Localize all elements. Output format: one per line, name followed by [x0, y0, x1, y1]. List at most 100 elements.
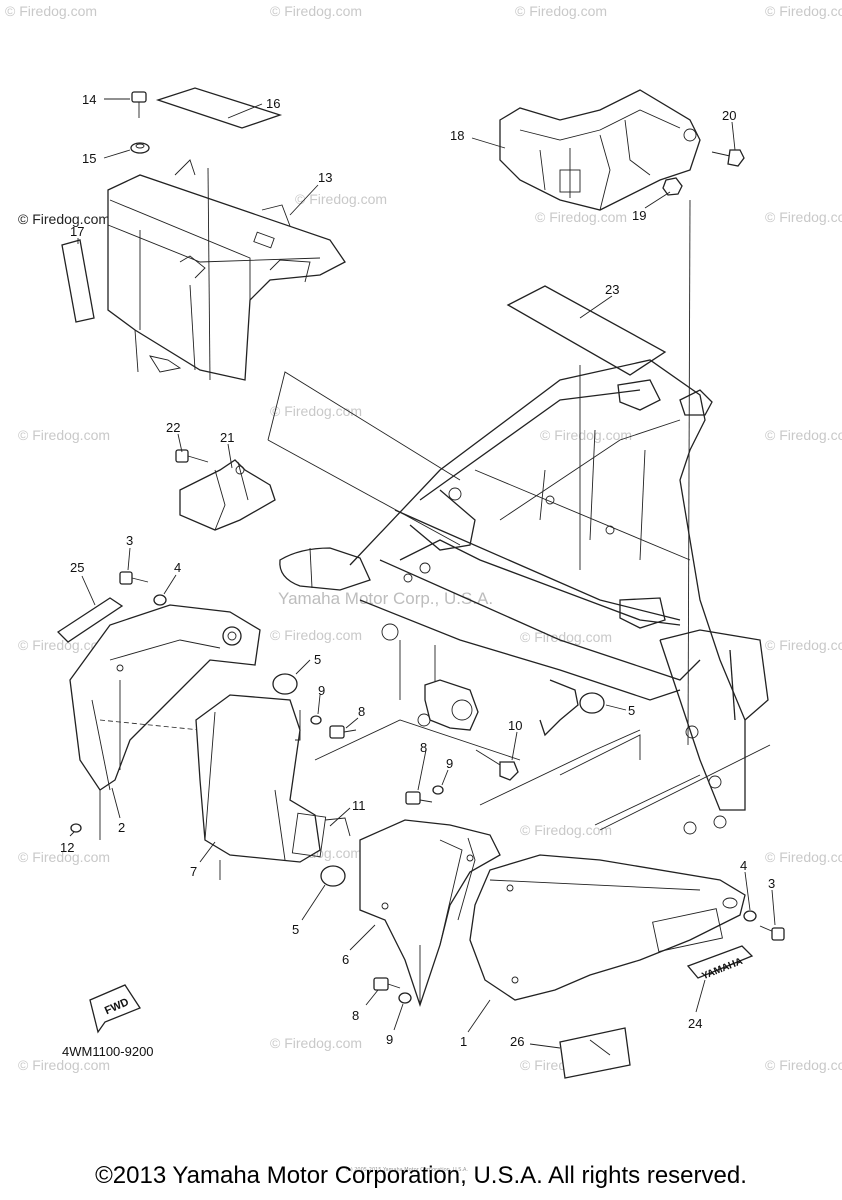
- callout-18: 18: [450, 128, 464, 143]
- watermarks: © Firedog.com © Firedog.com © Firedog.co…: [5, 3, 842, 1073]
- callout-25: 25: [70, 560, 84, 575]
- part-5-damper: [272, 673, 298, 695]
- diagram-code: 4WM1100-9200: [62, 1044, 154, 1059]
- callout-9: 9: [318, 683, 325, 698]
- watermark: © Firedog.com: [765, 427, 842, 443]
- callout-20: 20: [722, 108, 736, 123]
- callout-26: 26: [510, 1034, 524, 1049]
- part-25-band: [56, 597, 124, 643]
- watermark: © Firedog.com: [520, 822, 612, 838]
- callout-22: 22: [166, 420, 180, 435]
- part-7-cover: [195, 694, 351, 863]
- part-24-emblem: YAMAHA: [686, 945, 754, 982]
- part-3-bolt: [119, 571, 149, 585]
- callout-6: 6: [342, 952, 349, 967]
- callout-24: 24: [688, 1016, 702, 1031]
- part-16-pad: [155, 87, 283, 129]
- callout-2: 2: [118, 820, 125, 835]
- mount-bracket: [417, 679, 479, 731]
- callout-17: 17: [70, 224, 84, 239]
- assembly-lines: [99, 167, 771, 1005]
- watermark: © Firedog.com: [765, 3, 842, 19]
- callout-5: 5: [314, 652, 321, 667]
- part-8-bolt: [373, 977, 401, 991]
- callout-12: 12: [60, 840, 74, 855]
- part-9-washer: [310, 715, 322, 725]
- watermark: © Firedog.com: [295, 191, 387, 207]
- leader-lines: [69, 98, 776, 1049]
- part-9-washer: [432, 785, 444, 795]
- part-21-bracket: [179, 459, 276, 531]
- watermark: © Firedog.com: [18, 211, 110, 227]
- callout-labels: 14 16 15 13 17 18 20 19 23 22 21 3 25 4 …: [60, 92, 775, 1049]
- callout-5: 5: [292, 922, 299, 937]
- part-9-washer: [398, 992, 412, 1004]
- part-4-washer: [743, 910, 757, 922]
- part-14-bolt: [131, 91, 147, 118]
- callout-1: 1: [460, 1034, 467, 1049]
- watermark: © Firedog.com: [18, 849, 110, 865]
- watermark: © Firedog.com: [18, 1057, 110, 1073]
- side-bracket: [539, 679, 579, 737]
- callout-11: 11: [352, 798, 366, 813]
- part-4-washer: [153, 594, 167, 606]
- callout-4: 4: [740, 858, 747, 873]
- part-10-bolt: [475, 749, 519, 781]
- part-15-collar: [130, 142, 150, 154]
- part-19-nut: [662, 177, 683, 196]
- part-6-cover: [359, 819, 501, 1008]
- part-5-damper: [579, 692, 605, 714]
- callout-21: 21: [220, 430, 234, 445]
- watermark: © Firedog.com: [540, 427, 632, 443]
- frame: [279, 359, 769, 835]
- watermark: © Firedog.com: [270, 3, 362, 19]
- watermark: © Firedog.com: [270, 627, 362, 643]
- watermark: © Firedog.com: [535, 209, 627, 225]
- battery-box: [107, 159, 346, 381]
- watermark: © Firedog.com: [18, 637, 110, 653]
- watermark: © Firedog.com: [270, 1035, 362, 1051]
- callout-8: 8: [352, 1008, 359, 1023]
- callout-14: 14: [82, 92, 96, 107]
- copyright-notice: ©2013 Yamaha Motor Corporation, U.S.A. A…: [95, 1162, 747, 1189]
- callout-16: 16: [266, 96, 280, 111]
- callout-19: 19: [632, 208, 646, 223]
- callout-7: 7: [190, 864, 197, 879]
- callout-9: 9: [446, 756, 453, 771]
- callout-15: 15: [82, 151, 96, 166]
- part-1-cover: [469, 854, 746, 1001]
- watermark: © Firedog.com: [515, 3, 607, 19]
- callout-23: 23: [605, 282, 619, 297]
- watermark: © Firedog.com: [18, 427, 110, 443]
- fine-print: (c) 2005-2015 Yamaha Motor Corporation, …: [346, 1167, 468, 1173]
- part-3-bolt: [759, 925, 785, 941]
- part-8-bolt: [329, 725, 357, 739]
- fwd-arrow-icon: FWD: [89, 984, 141, 1034]
- part-23-pad: [506, 285, 667, 376]
- watermark: © Firedog.com: [270, 403, 362, 419]
- callout-4: 4: [174, 560, 181, 575]
- watermark: © Firedog.com: [5, 3, 97, 19]
- watermark: © Firedog.com: [765, 209, 842, 225]
- callout-5: 5: [628, 703, 635, 718]
- part-17-strip: [61, 239, 95, 323]
- watermark: © Firedog.com: [765, 1057, 842, 1073]
- part-20-bolt: [711, 149, 745, 167]
- callout-8: 8: [420, 740, 427, 755]
- part-22-bolt: [175, 449, 209, 463]
- callout-8: 8: [358, 704, 365, 719]
- callout-3: 3: [768, 876, 775, 891]
- part-12-washer: [70, 823, 82, 833]
- callout-9: 9: [386, 1032, 393, 1047]
- watermark: © Firedog.com: [765, 849, 842, 865]
- part-2-side-cover: [69, 604, 261, 791]
- part-8-bolt: [405, 791, 433, 805]
- callout-10: 10: [508, 718, 522, 733]
- part-18-bracket: [499, 89, 701, 211]
- center-watermark: Yamaha Motor Corp., U.S.A.: [278, 589, 493, 608]
- callout-13: 13: [318, 170, 332, 185]
- part-5-damper: [320, 865, 346, 887]
- callout-3: 3: [126, 533, 133, 548]
- part-26-label: [559, 1027, 631, 1079]
